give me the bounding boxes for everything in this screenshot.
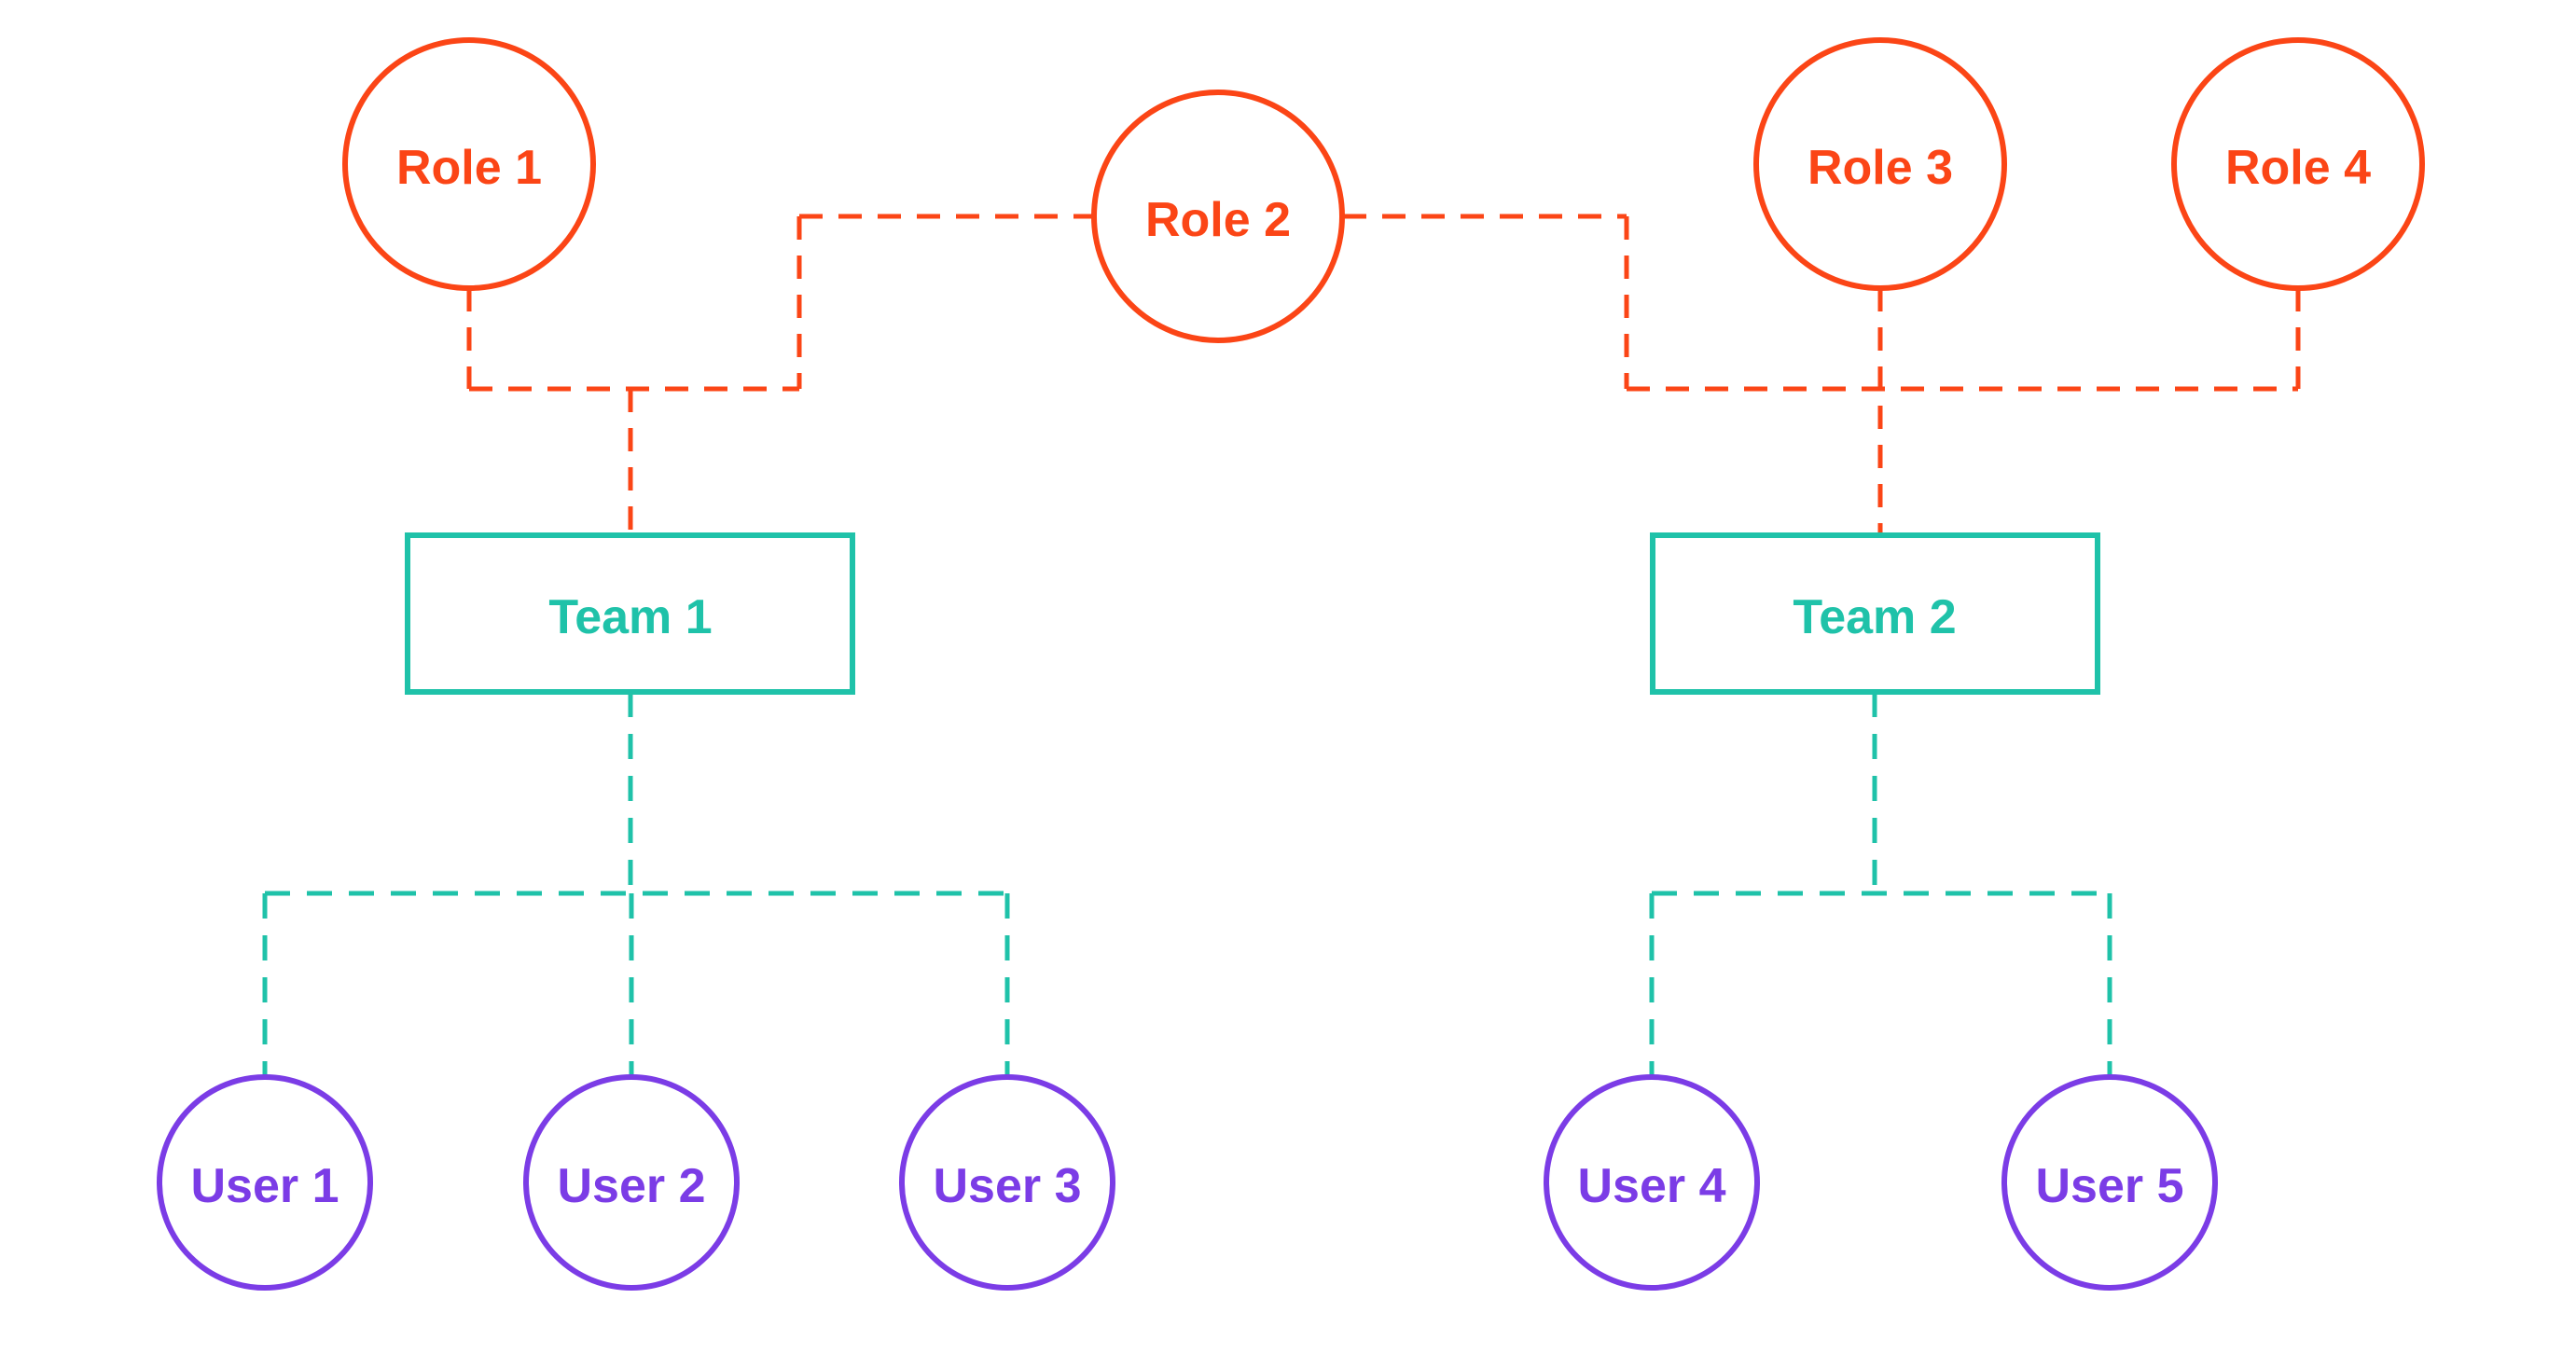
- role-3-circle: [1753, 37, 2007, 291]
- user-1-node: User 1: [157, 1074, 373, 1291]
- user-2-circle: [523, 1074, 740, 1291]
- role-3-node: Role 3: [1753, 37, 2007, 291]
- user-4-label: User 4: [1578, 1159, 1726, 1213]
- team-1-label: Team 1: [548, 590, 712, 644]
- team-2-node: Team 2: [1650, 532, 2100, 695]
- role-2-circle: [1091, 90, 1345, 343]
- user-5-circle: [2001, 1074, 2218, 1291]
- role-1-label: Role 1: [396, 141, 542, 195]
- team-2-rect: [1650, 532, 2100, 695]
- user-4-node: User 4: [1544, 1074, 1760, 1291]
- team-1-rect: [405, 532, 855, 695]
- team-1-node: Team 1: [405, 532, 855, 695]
- user-3-label: User 3: [934, 1159, 1082, 1213]
- user-4-circle: [1544, 1074, 1760, 1291]
- role-2-label: Role 2: [1145, 193, 1291, 247]
- edges-teams-to-users: [262, 692, 2112, 1076]
- user-nodes: User 1 User 2 User 3 User 4 User 5: [157, 1074, 2218, 1291]
- team-nodes: Team 1 Team 2: [405, 532, 2100, 695]
- user-2-label: User 2: [558, 1159, 706, 1213]
- role-nodes: Role 1 Role 2 Role 3 Role 4: [342, 37, 2425, 343]
- user-5-label: User 5: [2036, 1159, 2184, 1213]
- user-1-circle: [157, 1074, 373, 1291]
- role-1-node: Role 1: [342, 37, 596, 291]
- user-2-node: User 2: [523, 1074, 740, 1291]
- user-5-node: User 5: [2001, 1074, 2218, 1291]
- role-2-node: Role 2: [1091, 90, 1345, 343]
- role-3-label: Role 3: [1807, 141, 1953, 195]
- edges-roles-to-teams: [466, 214, 2301, 535]
- user-1-label: User 1: [191, 1159, 339, 1213]
- user-3-circle: [899, 1074, 1115, 1291]
- role-4-label: Role 4: [2225, 141, 2371, 195]
- role-4-circle: [2171, 37, 2425, 291]
- user-3-node: User 3: [899, 1074, 1115, 1291]
- team-2-label: Team 2: [1793, 590, 1956, 644]
- role-1-circle: [342, 37, 596, 291]
- role-4-node: Role 4: [2171, 37, 2425, 291]
